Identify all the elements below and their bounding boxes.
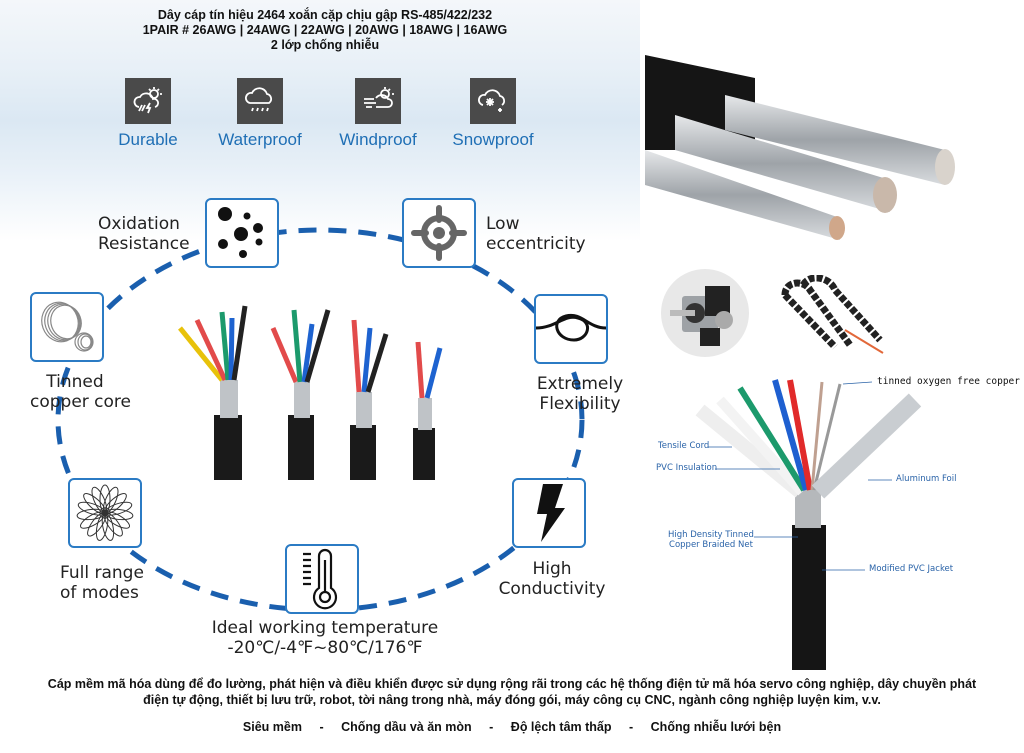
label-line: Copper Braided Net [669, 540, 753, 550]
label-tinned-copper: tinned oxygen free copper [877, 376, 1020, 387]
feature-label-line: Resistance [98, 234, 190, 254]
label-aluminum-foil: Aluminum Foil [896, 474, 957, 484]
label-pvc-insulation: PVC Insulation [656, 463, 718, 473]
feature-box-tinned [30, 292, 104, 362]
feature-label-line: High [532, 559, 572, 579]
feature-label-conductivity: High Conductivity [494, 559, 610, 599]
feature-strip-item: Chống nhiễu lưới bện [650, 720, 782, 734]
strand-end-3 [829, 216, 845, 240]
feature-strip-item: Độ lệch tâm thấp [510, 720, 612, 734]
cable-structure-diagram: tinned oxygen free copper Tensile Cord P… [640, 370, 1024, 670]
cable-3 [350, 319, 389, 480]
title-line-3: 2 lớp chống nhiễu [270, 38, 380, 52]
lightning-icon [537, 484, 565, 542]
feature-label-line: eccentricity [486, 234, 586, 254]
drag-chain-photo [781, 275, 884, 354]
wire-coil-icon [41, 301, 94, 352]
flower-loops-icon [76, 484, 134, 541]
cable-1 [178, 305, 248, 480]
feature-box-modes [68, 478, 142, 548]
feature-label-line: Flexibility [539, 394, 621, 414]
feature-strip: Siêu mềm - Chống dầu và ăn mòn - Độ lệch… [0, 720, 1024, 734]
feature-label-line: Full range [60, 563, 144, 583]
feature-label-modes: Full range of modes [60, 563, 144, 603]
label-pvc-jacket: Modified PVC Jacket [869, 564, 954, 574]
feature-label-flexibility: Extremely Flexibility [530, 374, 630, 414]
feature-box-oxidation [205, 198, 279, 268]
feature-box-temperature [285, 544, 359, 614]
weather-feature-snowproof: Snowproof [433, 78, 553, 150]
label-line: High Density Tinned [668, 530, 754, 540]
label-tensile-cord: Tensile Cord [658, 441, 710, 451]
cloud-wind-sun-icon [355, 78, 401, 124]
feature-label-oxidation: Oxidation Resistance [98, 214, 190, 254]
label-braided-net: High Density Tinned Copper Braided Net [668, 530, 754, 550]
feature-strip-item: Chống dầu và ăn mòn [341, 720, 472, 734]
cloud-rain-icon [237, 78, 283, 124]
feature-label-line: -20℃/-4℉~80℃/176℉ [227, 638, 423, 658]
braid-strand-3 [645, 150, 840, 240]
weather-feature-waterproof: Waterproof [200, 78, 320, 150]
weather-label: Durable [118, 130, 178, 149]
strand-end-1 [935, 149, 955, 185]
feature-strip-separator: - [489, 720, 494, 734]
feature-label-line: Ideal working temperature [211, 618, 439, 638]
feature-ring [55, 227, 585, 613]
feature-label-line: Conductivity [498, 579, 606, 599]
weather-label: Waterproof [218, 130, 302, 149]
feature-strip-separator: - [629, 720, 634, 734]
feature-label-line: copper core [30, 392, 132, 412]
strand-end-2 [873, 177, 897, 213]
cable-cutaway [695, 379, 922, 670]
weather-feature-durable: Durable [88, 78, 208, 150]
feature-label-line: Tinned [46, 372, 104, 392]
feature-label-temperature: Ideal working temperature -20℃/-4℉~80℃/1… [180, 618, 470, 658]
cloud-sun-lightning-icon [125, 78, 171, 124]
weather-label: Snowproof [452, 130, 534, 149]
feature-strip-separator: - [319, 720, 324, 734]
braid-strand-2 [675, 115, 890, 212]
title-line-1: Dây cáp tín hiệu 2464 xoắn cặp chịu gập … [157, 8, 493, 22]
feature-box-eccentricity [402, 198, 476, 268]
feature-label-line: Low [486, 214, 520, 234]
servo-motor-photo [661, 269, 749, 357]
crosshair-icon [411, 205, 467, 261]
feature-label-line: Oxidation [98, 214, 180, 234]
braid-strand-1 [725, 95, 945, 185]
feature-label-line: of modes [60, 583, 139, 603]
braided-cable-photo [645, 0, 1024, 260]
cable-2 [270, 309, 331, 480]
weather-features: Durable Waterproof Windproof [0, 78, 640, 158]
knot-icon [536, 313, 606, 342]
cable-4 [413, 341, 443, 480]
weather-label: Windproof [339, 130, 417, 149]
thermometer-icon [303, 548, 338, 610]
title-line-2: 1PAIR # 26AWG | 24AWG | 22AWG | 20AWG | … [142, 23, 508, 37]
weather-feature-windproof: Windproof [318, 78, 438, 150]
feature-box-flexibility [534, 294, 608, 364]
description-line-1: Cáp mềm mã hóa dùng để đo lường, phát hi… [47, 677, 977, 691]
product-description: Cáp mềm mã hóa dùng để đo lường, phát hi… [0, 676, 1024, 708]
infographic-panel: Dây cáp tín hiệu 2464 xoắn cặp chịu gập … [0, 0, 640, 670]
description-line-2: điện tự động, thiết bị lưu trữ, robot, t… [143, 693, 881, 707]
bubbles-icon [218, 207, 263, 258]
product-title: Dây cáp tín hiệu 2464 xoắn cặp chịu gập … [100, 8, 550, 53]
cloud-snow-icon [470, 78, 516, 124]
feature-label-line: Extremely [536, 374, 624, 394]
cables-photo [178, 305, 443, 480]
feature-label-eccentricity: Low eccentricity [486, 214, 586, 254]
feature-label-tinned: Tinned copper core [30, 372, 132, 412]
feature-box-conductivity [512, 478, 586, 548]
feature-strip-item: Siêu mềm [242, 720, 302, 734]
